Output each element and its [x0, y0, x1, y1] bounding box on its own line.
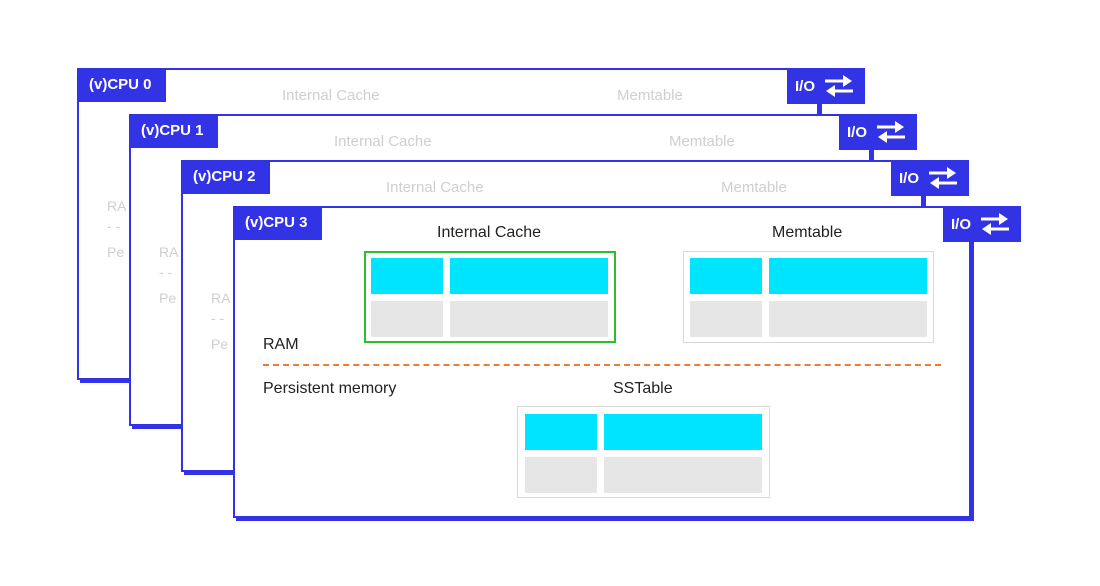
sstable-cell-value: [604, 414, 762, 450]
cache-cell-key: [371, 258, 443, 294]
ram-label: RAM: [263, 336, 299, 353]
ram-persistent-separator: [263, 364, 941, 366]
memtable-block: [683, 251, 934, 343]
sstable-block: [517, 406, 770, 498]
swap-arrows-icon: [929, 167, 958, 189]
swap-arrows-icon: [825, 75, 854, 97]
cpu-panel-3: (v)CPU 3 Internal Cache Memtable RAM Per…: [233, 206, 1021, 518]
ram-label-partial: RA: [211, 290, 231, 306]
sstable-cell-key: [525, 457, 597, 493]
persistent-label-partial: Pe: [211, 336, 229, 352]
cpu-label: (v)CPU 1: [129, 114, 218, 148]
cache-title: Internal Cache: [386, 179, 484, 196]
memtable-title: Memtable: [721, 179, 787, 196]
sstable-cell-key: [525, 414, 597, 450]
cpu-label: (v)CPU 3: [233, 206, 322, 240]
cache-title: Internal Cache: [437, 224, 542, 241]
cache-title: Internal Cache: [334, 133, 432, 150]
swap-arrows-icon: [981, 213, 1010, 235]
sstable-title: SSTable: [613, 380, 673, 397]
ram-separator-partial: - -: [211, 310, 225, 326]
cpu-label: (v)CPU 0: [77, 68, 166, 102]
io-badge: I/O: [943, 206, 1021, 242]
memtable-title: Memtable: [617, 87, 683, 104]
persistent-memory-label: Persistent memory: [263, 380, 397, 397]
io-label: I/O: [795, 77, 816, 95]
sstable-cell-value: [604, 457, 762, 493]
persistent-label-partial: Pe: [107, 244, 125, 260]
memtable-cell-key: [690, 301, 762, 337]
memtable-title: Memtable: [669, 133, 735, 150]
io-label: I/O: [951, 215, 972, 233]
memtable-cell-value: [769, 258, 927, 294]
io-badge: I/O: [787, 68, 865, 104]
io-label: I/O: [899, 169, 920, 187]
cpu-label: (v)CPU 2: [181, 160, 270, 194]
io-label: I/O: [847, 123, 868, 141]
cache-cell-value: [450, 301, 608, 337]
cache-title: Internal Cache: [282, 87, 380, 104]
ram-label-partial: RA: [159, 244, 179, 260]
memtable-cell-key: [690, 258, 762, 294]
ram-separator-partial: - -: [107, 218, 121, 234]
memtable-cell-value: [769, 301, 927, 337]
io-badge: I/O: [839, 114, 917, 150]
memtable-title: Memtable: [772, 224, 843, 241]
cache-cell-value: [450, 258, 608, 294]
persistent-label-partial: Pe: [159, 290, 177, 306]
io-badge: I/O: [891, 160, 969, 196]
cache-cell-key: [371, 301, 443, 337]
swap-arrows-icon: [877, 121, 906, 143]
ram-label-partial: RA: [107, 198, 127, 214]
internal-cache-block: [364, 251, 616, 343]
ram-separator-partial: - -: [159, 264, 173, 280]
